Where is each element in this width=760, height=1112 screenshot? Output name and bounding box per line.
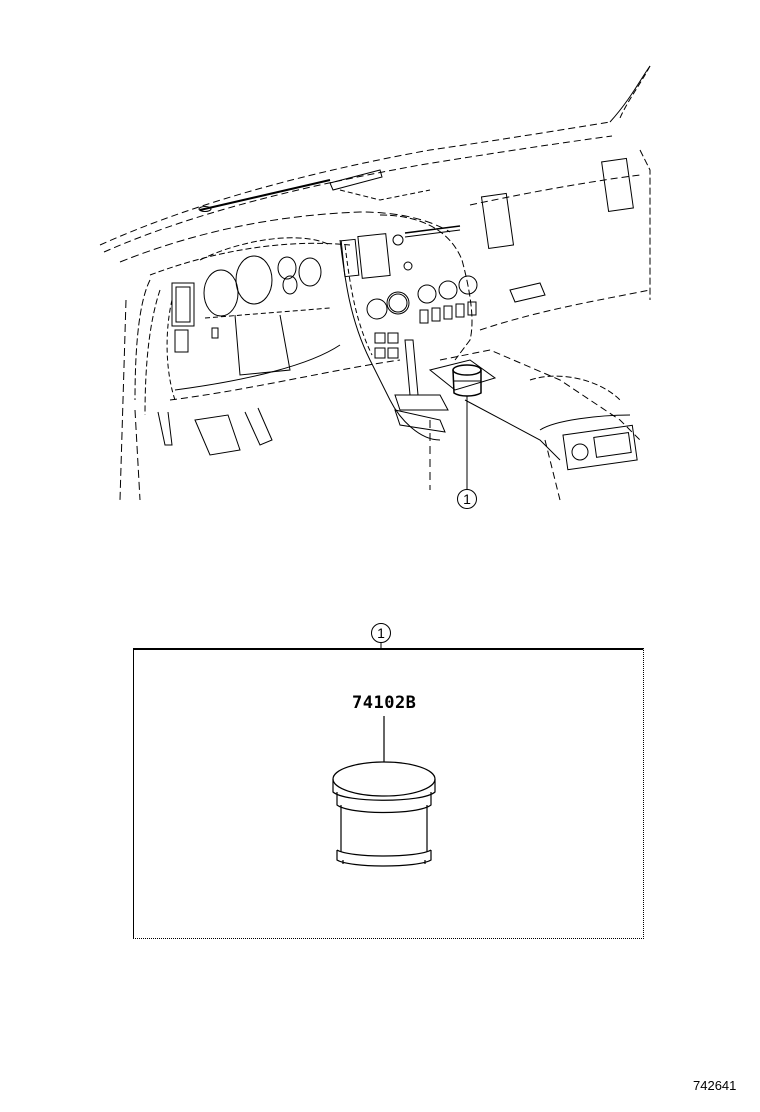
detail-frame <box>133 648 644 939</box>
part-number-label[interactable]: 74102B <box>352 693 417 713</box>
callout-number: 1 <box>377 625 385 641</box>
dashboard-overview-illustration: 1 <box>0 0 760 520</box>
detail-callout-1: 1 <box>371 623 391 643</box>
figure-number: 742641 <box>693 1078 737 1093</box>
dashboard-line-art <box>99 65 651 501</box>
overview-callout-1[interactable]: 1 <box>457 489 477 509</box>
callout-number: 1 <box>463 491 471 507</box>
